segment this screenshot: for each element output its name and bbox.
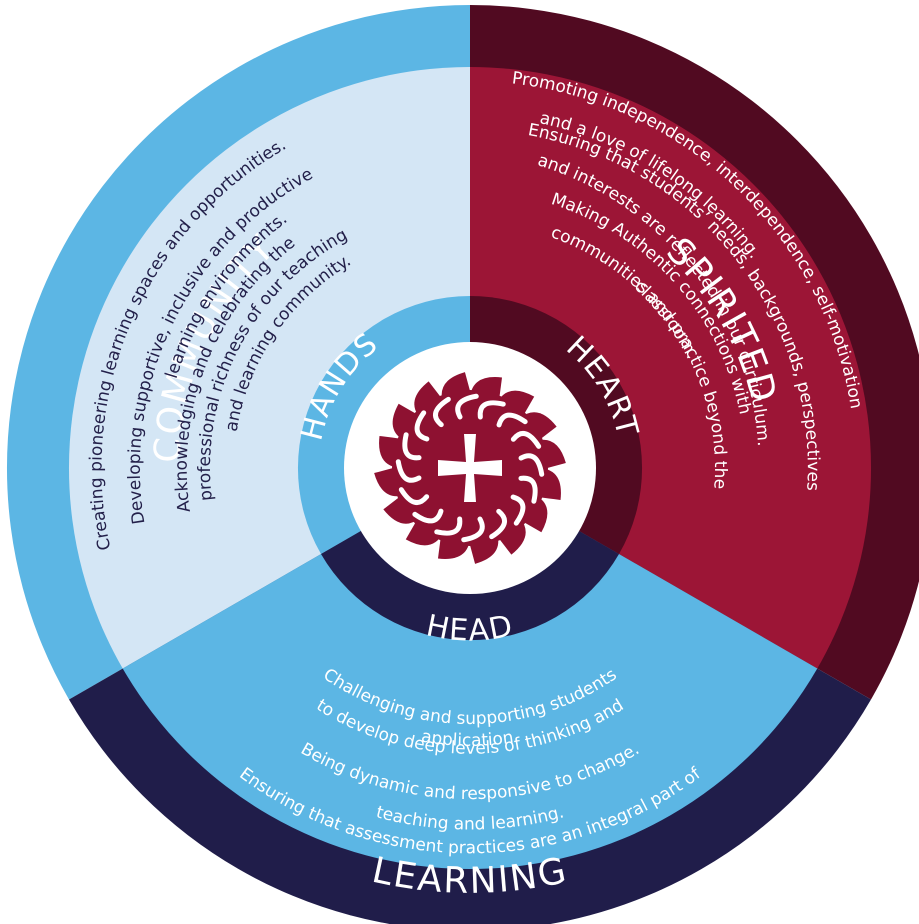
emblem-ray bbox=[468, 532, 499, 564]
emblem-swirl bbox=[398, 487, 430, 506]
learning-inner-sector bbox=[122, 468, 818, 870]
emblem-ray bbox=[534, 439, 566, 470]
emblem-cross bbox=[438, 434, 502, 502]
head-label: HEAD bbox=[423, 608, 515, 648]
emblem-ray bbox=[392, 403, 422, 442]
emblem-swirl bbox=[412, 508, 444, 524]
emblem-ray bbox=[518, 494, 548, 533]
sun-cross-icon bbox=[374, 372, 566, 564]
emblem-ray bbox=[496, 390, 535, 420]
emblem-swirl bbox=[496, 412, 528, 428]
emblem-swirl bbox=[432, 396, 451, 428]
emblem-swirl bbox=[510, 494, 526, 526]
emblem-ray bbox=[414, 381, 445, 419]
emblem-ray bbox=[374, 466, 406, 497]
svg-text:HEAD: HEAD bbox=[423, 608, 516, 648]
emblem-swirl bbox=[434, 516, 463, 536]
emblem-ray bbox=[383, 493, 421, 524]
emblem-swirl bbox=[414, 410, 430, 442]
emblem-swirl bbox=[518, 453, 545, 477]
emblem-swirl bbox=[402, 432, 422, 461]
emblem-swirl bbox=[455, 393, 479, 420]
emblem-ray bbox=[441, 372, 472, 404]
emblem-swirl bbox=[489, 508, 508, 540]
emblem-ray bbox=[519, 412, 557, 443]
emblem-ray bbox=[405, 516, 444, 546]
emblem-swirl bbox=[395, 459, 422, 483]
emblem-swirl bbox=[518, 475, 538, 504]
emblem-ray bbox=[495, 517, 526, 555]
emblem-swirl bbox=[461, 516, 485, 543]
emblem-swirl bbox=[510, 430, 542, 449]
emblem-swirl bbox=[477, 400, 506, 420]
